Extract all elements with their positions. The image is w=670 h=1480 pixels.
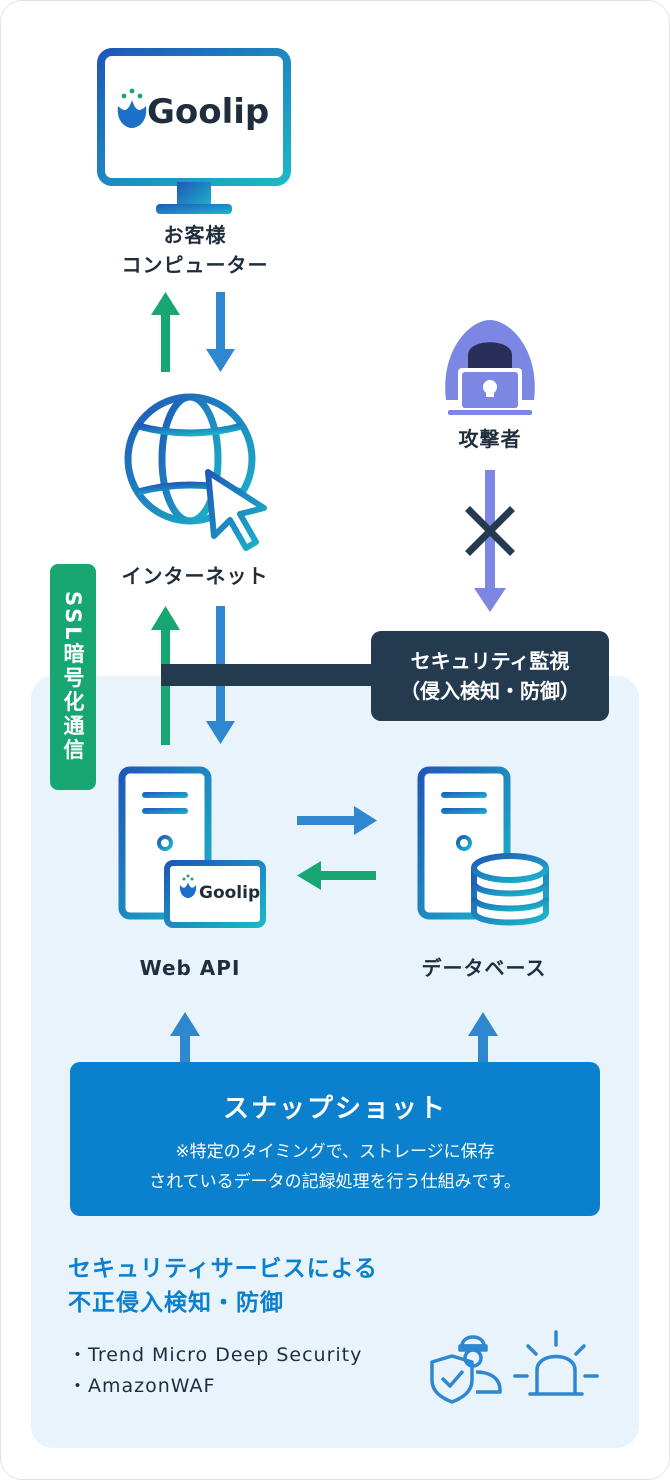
snapshot-note-line2: されているデータの記録処理を行う仕組みです。 bbox=[149, 1172, 521, 1192]
web-api-label: Web API bbox=[139, 956, 241, 980]
list-item: ・Trend Micro Deep Security bbox=[68, 1344, 363, 1366]
ssl-encryption-badge: SSL暗号化通信 bbox=[50, 564, 96, 790]
attacker-label: 攻撃者 bbox=[458, 427, 522, 451]
security-service-title-line2: 不正侵入検知・防御 bbox=[68, 1290, 284, 1316]
snapshot-title: スナップショット bbox=[222, 1094, 447, 1124]
arrow-right-blue-icon bbox=[297, 806, 377, 835]
goolip-logo-text-small: Goolip bbox=[199, 883, 261, 903]
blocked-x-icon bbox=[465, 506, 515, 556]
cursor-icon bbox=[205, 469, 267, 551]
customer-label-line2: コンピューター bbox=[121, 253, 269, 277]
database-server-icon bbox=[417, 766, 549, 926]
web-server-icon bbox=[118, 766, 266, 928]
monitoring-line1: セキュリティ監視 bbox=[410, 649, 570, 673]
tulip-logo-small-icon bbox=[179, 874, 197, 898]
arrow-down-blue-icon bbox=[206, 292, 235, 372]
customer-computer-label: お客様 コンピューター bbox=[90, 220, 300, 280]
goolip-logo-text: Goolip bbox=[147, 92, 270, 132]
hacker-icon bbox=[445, 320, 535, 415]
customer-label-line1: お客様 bbox=[163, 223, 227, 247]
snapshot-note: ※特定のタイミングで、ストレージに保存 されているデータの記録処理を行う仕組みで… bbox=[70, 1137, 600, 1197]
monitor-icon bbox=[97, 48, 291, 214]
snapshot-box: スナップショット ※特定のタイミングで、ストレージに保存 されているデータの記録… bbox=[70, 1062, 600, 1216]
monitoring-line2: （侵入検知・防御） bbox=[400, 679, 580, 703]
arrow-up-snapshot-icon-2 bbox=[468, 1012, 498, 1062]
tulip-logo-icon bbox=[117, 88, 147, 128]
shield-guard-icon bbox=[430, 1335, 502, 1404]
arrow-up-snapshot-icon-1 bbox=[170, 1012, 200, 1062]
list-item: ・AmazonWAF bbox=[68, 1375, 216, 1397]
alarm-light-icon bbox=[513, 1330, 599, 1396]
arrow-up-green-icon bbox=[151, 292, 180, 372]
security-service-title-line1: セキュリティサービスによる bbox=[68, 1256, 378, 1282]
security-service-title: セキュリティサービスによる 不正侵入検知・防御 bbox=[68, 1252, 378, 1320]
monitoring-bar bbox=[161, 664, 373, 686]
globe-icon bbox=[124, 393, 256, 525]
security-monitoring-box: セキュリティ監視 （侵入検知・防御） bbox=[371, 631, 609, 721]
security-service-list: ・Trend Micro Deep Security ・AmazonWAF bbox=[68, 1340, 362, 1402]
internet-label: インターネット bbox=[121, 564, 269, 588]
database-label: データベース bbox=[421, 956, 547, 980]
arrow-left-green-icon bbox=[297, 861, 376, 890]
snapshot-note-line1: ※特定のタイミングで、ストレージに保存 bbox=[175, 1142, 495, 1162]
